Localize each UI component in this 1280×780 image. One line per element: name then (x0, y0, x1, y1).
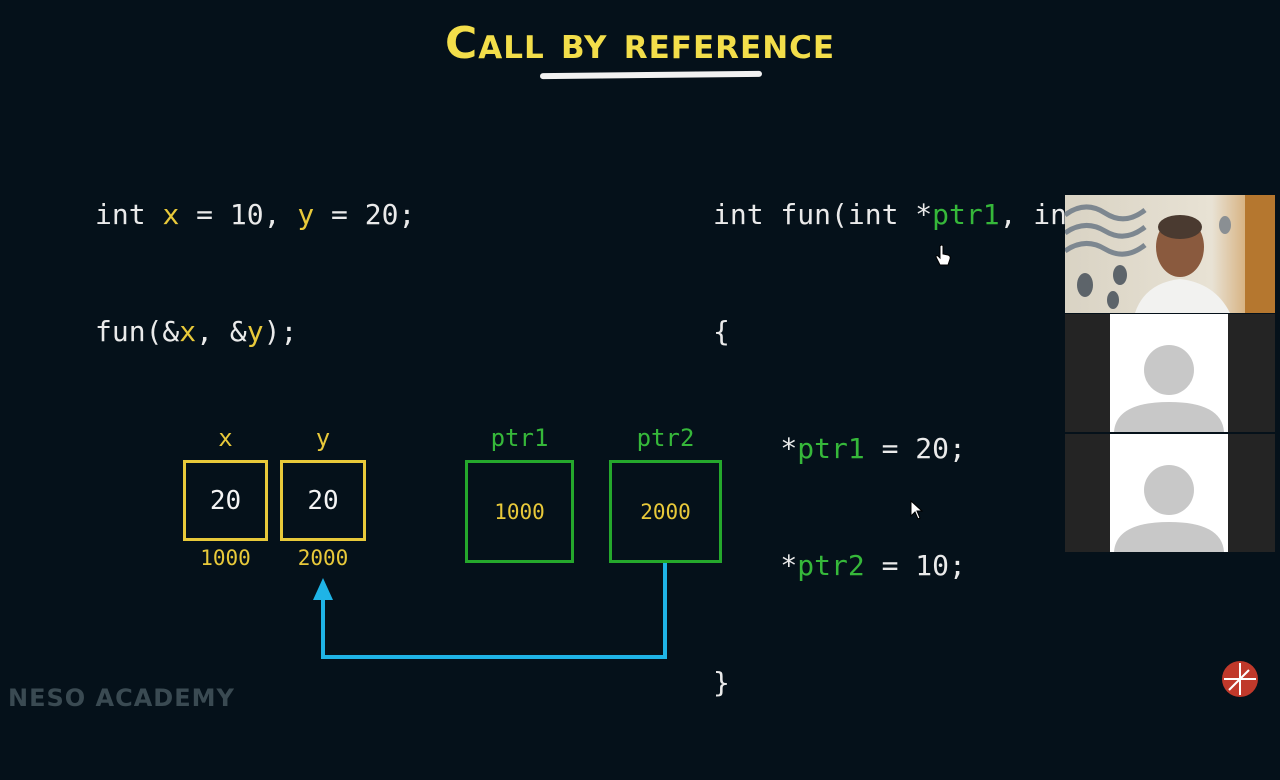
var-label-ptr2: ptr2 (636, 424, 695, 452)
memory-box-x: 20 (183, 460, 268, 541)
code-identifier: ptr1 (932, 198, 1000, 231)
code-token: = 20; (864, 432, 966, 465)
user-avatar-icon (1114, 345, 1224, 432)
code-identifier: x (162, 198, 180, 231)
lecture-slide: Call by reference int x = 10, y = 20; fu… (8, 18, 1275, 712)
code-token: = 10; (864, 549, 966, 582)
code-identifier: y (297, 198, 315, 231)
code-line: *ptr2 = 10; (713, 546, 1202, 585)
var-label-y: y (315, 424, 331, 452)
code-line: { (713, 312, 1202, 351)
memory-value-ptr1: 1000 (494, 499, 545, 524)
pointer-arrow (313, 563, 667, 659)
code-token: fun(& (95, 315, 180, 348)
code-token: = 20; (314, 198, 416, 231)
code-token: { (713, 315, 730, 348)
user-avatar-icon (1114, 465, 1224, 552)
code-token: , & (196, 315, 247, 348)
presenter-webcam (1065, 195, 1275, 313)
participant-avatar-frame (1110, 434, 1228, 552)
code-token: * (713, 549, 798, 582)
code-line: fun(&x, &y); (95, 312, 415, 351)
code-identifier: ptr1 (797, 432, 865, 465)
participant-tile (1065, 314, 1275, 432)
var-label-x: x (218, 424, 233, 452)
code-identifier: ptr2 (797, 549, 865, 582)
hand-cursor-icon (935, 244, 951, 266)
code-token: = 10, (179, 198, 298, 231)
code-token: int fun(int * (713, 198, 933, 231)
code-line: int x = 10, y = 20; (95, 195, 415, 234)
neso-logo-icon (1222, 661, 1258, 697)
code-token: int (95, 198, 163, 231)
var-label-ptr1: ptr1 (490, 424, 549, 452)
memory-box-y: 20 (280, 460, 366, 541)
memory-box-ptr2: 2000 (609, 460, 722, 563)
participant-avatar-frame (1110, 314, 1228, 432)
caller-code: int x = 10, y = 20; fun(&x, &y); (95, 117, 415, 429)
mouse-pointer-icon (910, 500, 924, 520)
memory-value-y: 20 (307, 485, 339, 516)
code-line: *ptr1 = 20; (713, 429, 1202, 468)
watermark: NESO ACADEMY (8, 684, 235, 712)
memory-box-ptr1: 1000 (465, 460, 574, 563)
code-identifier: y (246, 315, 264, 348)
code-line: } (713, 663, 1202, 702)
memory-value-x: 20 (209, 485, 242, 516)
participant-tile (1065, 434, 1275, 552)
code-token: } (713, 666, 730, 699)
memory-value-ptr2: 2000 (640, 499, 691, 524)
slide-title: Call by reference (444, 18, 836, 69)
code-token: ); (263, 315, 298, 348)
code-token: * (713, 432, 798, 465)
code-identifier: x (179, 315, 197, 348)
address-x: 1000 (200, 546, 251, 570)
address-y: 2000 (297, 546, 349, 570)
